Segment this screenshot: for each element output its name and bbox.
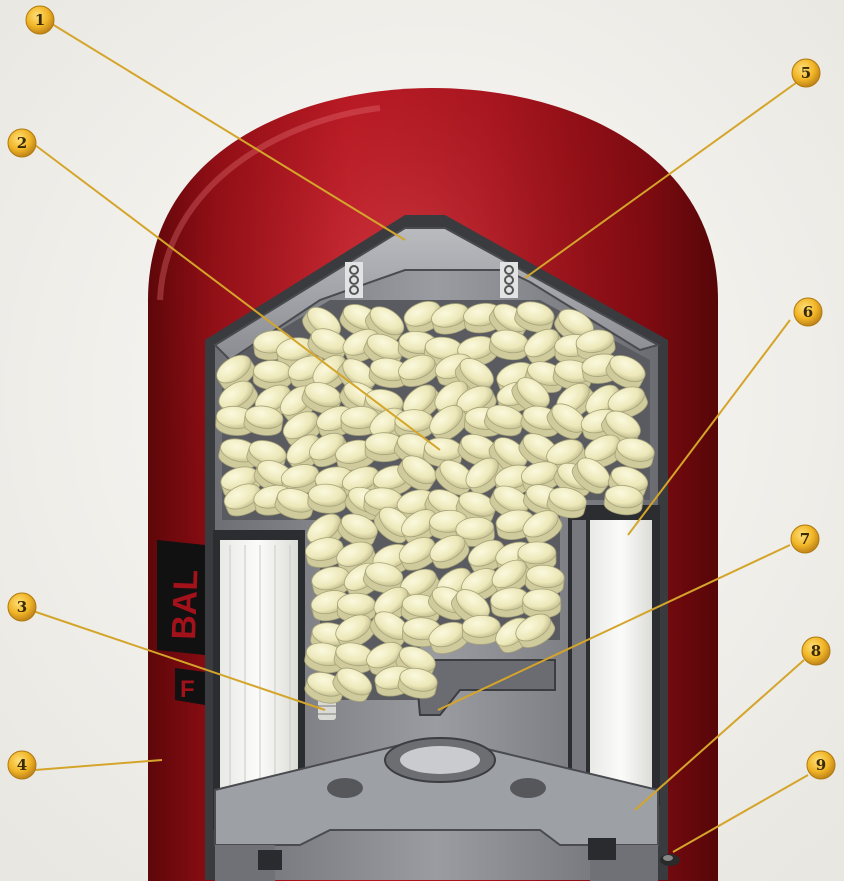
callout-badge-5: 5 — [792, 59, 820, 87]
cutaway-interior — [205, 215, 680, 881]
callout-badge-4: 4 — [8, 751, 36, 779]
callout-number: 4 — [17, 756, 27, 774]
shell-brand-text: BAL — [165, 569, 205, 640]
callout-number: 8 — [811, 642, 821, 660]
callout-number: 9 — [816, 756, 826, 774]
callout-badge-8: 8 — [802, 637, 830, 665]
callout-number: 3 — [17, 598, 27, 616]
callout-number: 1 — [35, 11, 45, 29]
callout-badge-7: 7 — [791, 525, 819, 553]
pellet — [253, 360, 292, 390]
callout-number: 5 — [801, 64, 811, 82]
callout-number: 2 — [17, 134, 27, 152]
callout-number: 7 — [800, 530, 810, 548]
callout-badge-1: 1 — [26, 6, 54, 34]
callout-badge-6: 6 — [794, 298, 822, 326]
right-filter-element — [568, 505, 660, 805]
callout-badge-3: 3 — [8, 593, 36, 621]
callout-number: 6 — [803, 303, 813, 321]
callout-badge-2: 2 — [8, 129, 36, 157]
shell-sub-text: F — [180, 676, 195, 703]
gasket — [660, 854, 680, 866]
callout-badge-9: 9 — [807, 751, 835, 779]
pellet — [462, 615, 501, 645]
